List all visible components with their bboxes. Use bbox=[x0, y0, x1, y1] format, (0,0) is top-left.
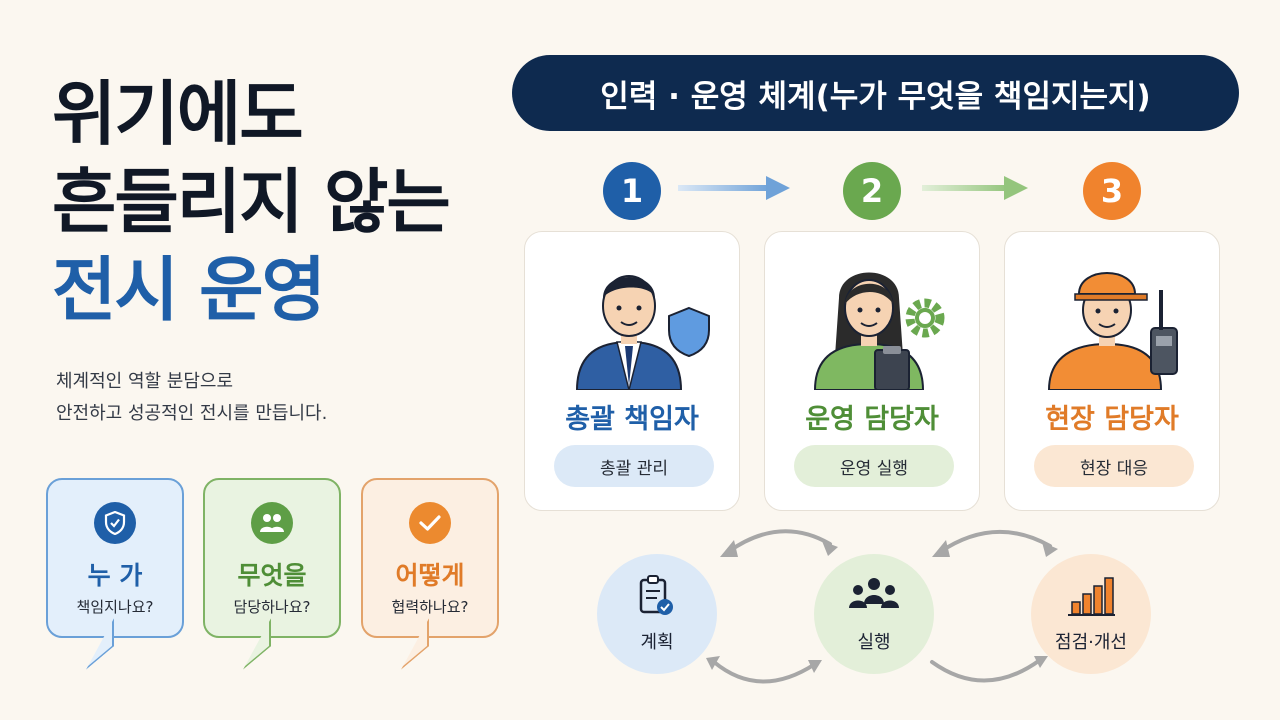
subtitle: 체계적인 역할 분담으로 안전하고 성공적인 전시를 만듭니다. bbox=[56, 366, 327, 430]
system-banner: 인력 · 운영 체계(누가 무엇을 책임지는지) bbox=[512, 55, 1239, 131]
step-number-3: 3 bbox=[1083, 162, 1141, 220]
cycle-arrows bbox=[712, 529, 1052, 684]
question-sub: 담당하나요? bbox=[233, 598, 311, 616]
question-title: 무엇을 bbox=[237, 561, 307, 590]
bar-chart-icon bbox=[1068, 577, 1115, 616]
cycle-plan: 계획 bbox=[597, 554, 717, 674]
cycle-execute: 실행 bbox=[814, 554, 934, 674]
subtitle-line-1: 체계적인 역할 분담으로 bbox=[56, 371, 234, 392]
role-title: 운영 담당자 bbox=[805, 404, 939, 435]
cycle-label: 점검·개선 bbox=[1055, 632, 1127, 653]
shield-icon bbox=[94, 502, 136, 544]
role-duty: 현장 대응 bbox=[1034, 445, 1194, 487]
headline-line-2: 흔들리지 않는 bbox=[52, 161, 451, 243]
team-icon bbox=[849, 578, 899, 608]
role-duty: 총괄 관리 bbox=[554, 445, 714, 487]
cycle-review: 점검·개선 bbox=[1031, 554, 1151, 674]
role-title: 총괄 책임자 bbox=[565, 404, 699, 435]
question-title: 누 가 bbox=[87, 561, 143, 590]
question-bubble-how: 어떻게 협력하나요? bbox=[361, 478, 499, 638]
arrow-step-1-to-2 bbox=[678, 176, 790, 200]
cycle-arrowheads bbox=[706, 540, 1058, 673]
cycle-label: 실행 bbox=[857, 632, 891, 653]
headline-line-3: 전시 운영 bbox=[52, 249, 326, 331]
question-bubble-what: 무엇을 담당하나요? bbox=[203, 478, 341, 638]
question-sub: 협력하나요? bbox=[391, 598, 469, 616]
step-number-2: 2 bbox=[843, 162, 901, 220]
role-title: 현장 담당자 bbox=[1045, 404, 1179, 435]
check-icon bbox=[409, 502, 451, 544]
question-title: 어떻게 bbox=[395, 561, 465, 590]
question-sub: 책임지나요? bbox=[76, 598, 154, 616]
step-number-1: 1 bbox=[603, 162, 661, 220]
role-card-general-manager: 총괄 책임자 총괄 관리 bbox=[524, 231, 740, 511]
headline-line-1: 위기에도 bbox=[52, 73, 304, 155]
question-bubble-who: 누 가 책임지나요? bbox=[46, 478, 184, 638]
field-worker-with-radio-icon bbox=[1047, 272, 1178, 390]
subtitle-line-2: 안전하고 성공적인 전시를 만듭니다. bbox=[56, 403, 328, 424]
arrow-step-2-to-3 bbox=[922, 176, 1028, 200]
role-card-operations: 운영 담당자 운영 실행 bbox=[764, 231, 980, 511]
role-duty: 운영 실행 bbox=[794, 445, 954, 487]
clipboard-check-icon bbox=[639, 575, 673, 615]
operator-with-gear-icon bbox=[813, 272, 945, 390]
manager-with-shield-icon bbox=[575, 275, 710, 390]
headline: 위기에도 흔들리지 않는 전시 운영 bbox=[52, 70, 451, 334]
people-icon bbox=[251, 502, 293, 544]
role-card-field: 현장 담당자 현장 대응 bbox=[1004, 231, 1220, 511]
cycle-label: 계획 bbox=[640, 632, 674, 653]
